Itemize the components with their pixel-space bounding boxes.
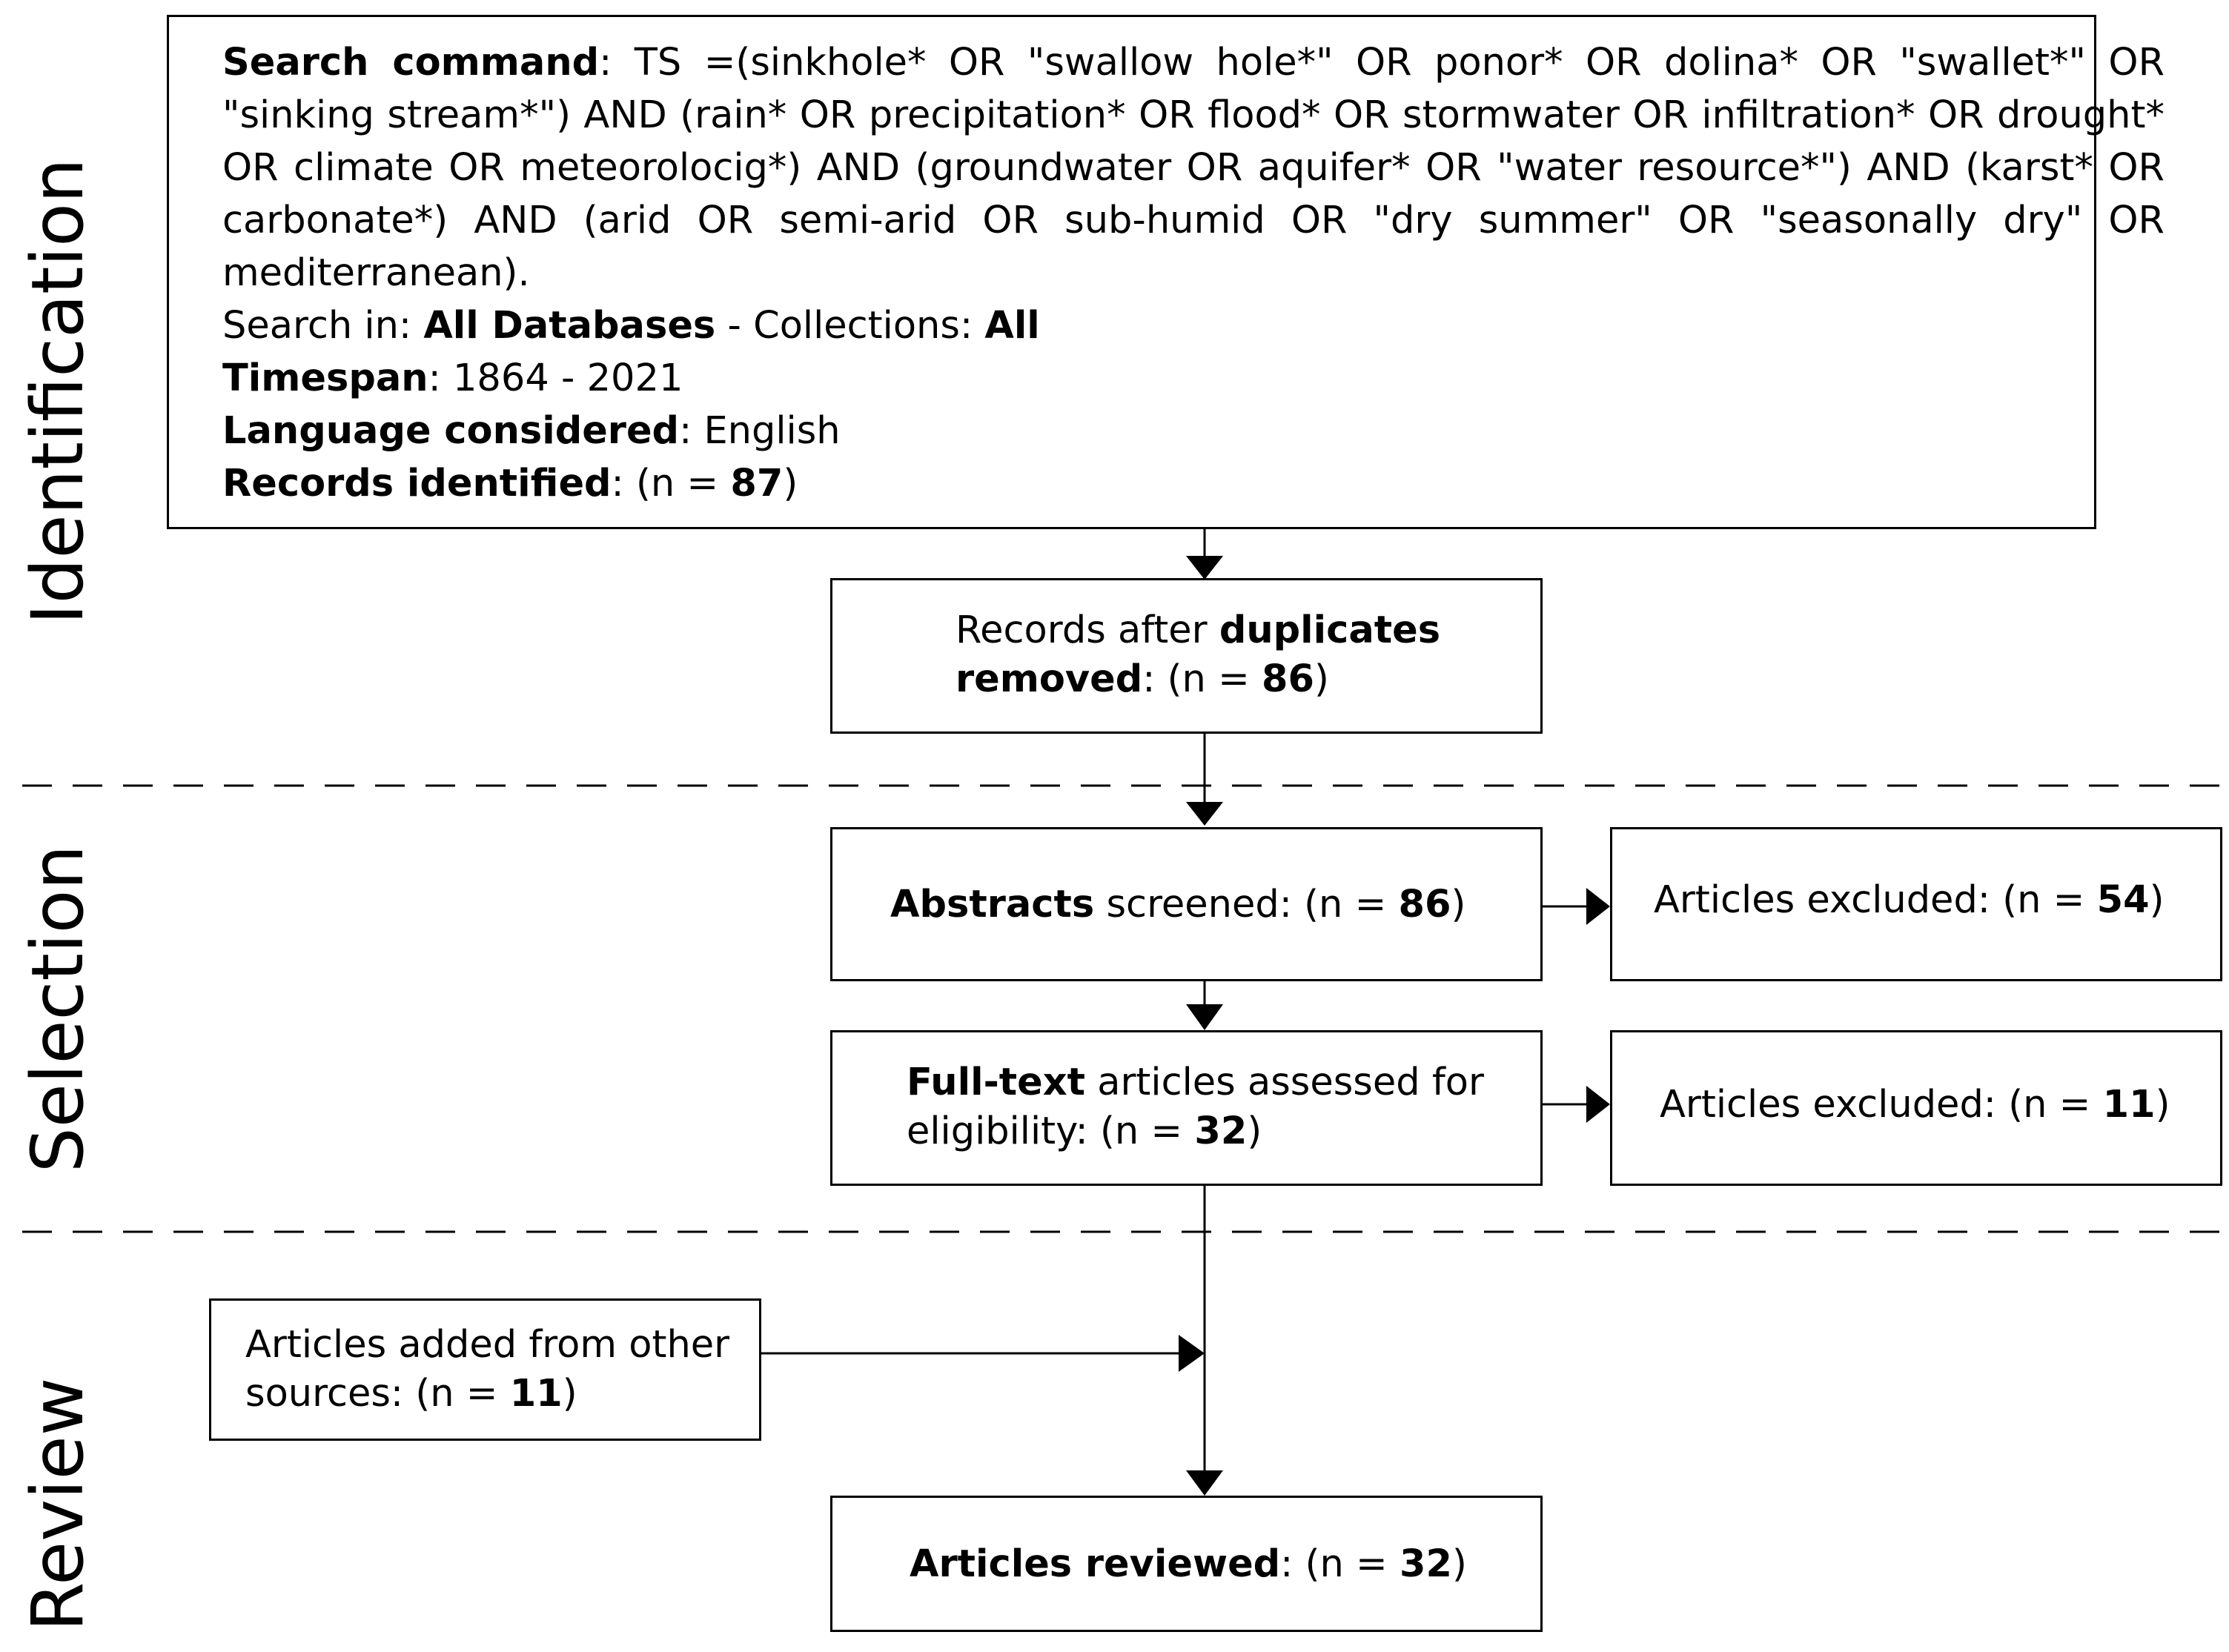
arrowhead-to-excluded-11 <box>1586 1086 1610 1123</box>
language-label: Language considered <box>222 409 680 453</box>
timespan-value: : 1864 - 2021 <box>428 356 683 400</box>
search-in-value: All Databases <box>423 304 716 348</box>
section-label-identification: Identification <box>16 158 99 625</box>
arrowhead-other-sources <box>1179 1335 1205 1372</box>
search-command-text: : TS =(sinkhole* OR "swallow hole*" OR p… <box>222 41 2165 295</box>
other-sources-suffix: ) <box>562 1372 577 1416</box>
records-identified-line: Records identified: (n = 87) <box>222 457 798 510</box>
arrowhead-to-fulltext <box>1186 1004 1223 1030</box>
records-identified-suffix: ) <box>783 462 798 505</box>
excluded-fulltext-text: Articles excluded: (n = <box>1660 1083 2103 1127</box>
search-in-label: Search in: <box>222 304 424 348</box>
excluded-abstracts-suffix: ) <box>2149 878 2165 922</box>
reviewed-suffix: ) <box>1451 1542 1467 1586</box>
duplicates-removed-bold: removed <box>955 657 1143 701</box>
fulltext-line-1: Full-text articles assessed for <box>907 1056 1484 1109</box>
excluded-abstracts-box: Articles excluded: (n = 54) <box>1610 827 2222 981</box>
fulltext-count: 32 <box>1194 1109 1248 1153</box>
fulltext-line-2: eligibility: (n = 32) <box>907 1105 1262 1158</box>
abstracts-line: Abstracts screened: (n = 86) <box>890 878 1465 931</box>
fulltext-bold: Full-text <box>907 1061 1085 1104</box>
timespan-line: Timespan: 1864 - 2021 <box>222 352 683 405</box>
excluded-fulltext-count: 11 <box>2102 1083 2156 1127</box>
excluded-fulltext-box: Articles excluded: (n = 11) <box>1610 1030 2222 1186</box>
abstracts-screened-box: Abstracts screened: (n = 86) <box>830 827 1543 981</box>
arrowhead-to-abstracts <box>1186 802 1223 826</box>
arrowhead-to-reviewed <box>1186 1470 1223 1496</box>
duplicates-count: 86 <box>1262 657 1315 701</box>
excluded-abstracts-text: Articles excluded: (n = <box>1654 878 2097 922</box>
section-label-selection: Selection <box>16 844 99 1173</box>
reviewed-bold: Articles reviewed <box>910 1542 1281 1586</box>
other-sources-line-2: sources: (n = 11) <box>245 1367 577 1420</box>
other-sources-text: Articles added from other <box>245 1323 730 1367</box>
fulltext-suffix: ) <box>1247 1109 1262 1153</box>
duplicates-suffix: ) <box>1314 657 1329 701</box>
timespan-label: Timespan <box>222 356 428 400</box>
other-sources-box: Articles added from other sources: (n = … <box>209 1298 761 1441</box>
language-line: Language considered: English <box>222 405 841 457</box>
articles-reviewed-box: Articles reviewed: (n = 32) <box>830 1496 1543 1632</box>
abstracts-text: screened: (n = <box>1094 883 1399 926</box>
section-label-review: Review <box>16 1377 99 1632</box>
records-identified-count: 87 <box>730 462 784 505</box>
excluded-fulltext-line: Articles excluded: (n = 11) <box>1660 1078 2170 1131</box>
excluded-abstracts-line: Articles excluded: (n = 54) <box>1654 874 2164 926</box>
abstracts-suffix: ) <box>1451 883 1466 926</box>
fulltext-text: articles assessed for <box>1084 1061 1484 1104</box>
duplicates-line-2: removed: (n = 86) <box>955 653 1329 706</box>
search-command-paragraph: Search command: TS =(sinkhole* OR "swall… <box>222 36 2165 299</box>
language-value: : English <box>679 409 841 453</box>
other-sources-line-1: Articles added from other <box>245 1318 729 1371</box>
abstracts-count: 86 <box>1398 883 1451 926</box>
duplicates-prefix: : (n = <box>1142 657 1262 701</box>
duplicates-text: Records after <box>955 608 1219 652</box>
excluded-fulltext-suffix: ) <box>2155 1083 2170 1127</box>
reviewed-line: Articles reviewed: (n = 32) <box>910 1538 1467 1590</box>
other-sources-count: 11 <box>509 1372 563 1416</box>
collections-label: - Collections: <box>715 304 985 348</box>
fulltext-eligibility-text: eligibility: (n = <box>907 1109 1195 1153</box>
collections-value: All <box>984 304 1040 348</box>
search-command-box: Search command: TS =(sinkhole* OR "swall… <box>167 15 2165 529</box>
records-identified-prefix: : (n = <box>611 462 731 505</box>
duplicates-bold: duplicates <box>1219 608 1441 652</box>
arrowhead-to-excluded-54 <box>1586 888 1610 925</box>
fulltext-assessed-box: Full-text articles assessed for eligibil… <box>830 1030 1543 1186</box>
duplicates-removed-box: Records after duplicates removed: (n = 8… <box>830 578 1543 734</box>
reviewed-count: 32 <box>1399 1542 1452 1586</box>
search-command-label: Search command <box>222 41 600 84</box>
arrowhead-to-duplicates <box>1186 556 1223 580</box>
other-sources-prefix: sources: (n = <box>245 1372 510 1416</box>
records-identified-label: Records identified <box>222 462 612 505</box>
duplicates-line-1: Records after duplicates <box>955 604 1440 657</box>
reviewed-text: : (n = <box>1280 1542 1400 1586</box>
abstracts-bold: Abstracts <box>890 883 1095 926</box>
excluded-abstracts-count: 54 <box>2096 878 2150 922</box>
search-in-line: Search in: All Databases - Collections: … <box>222 299 1040 352</box>
